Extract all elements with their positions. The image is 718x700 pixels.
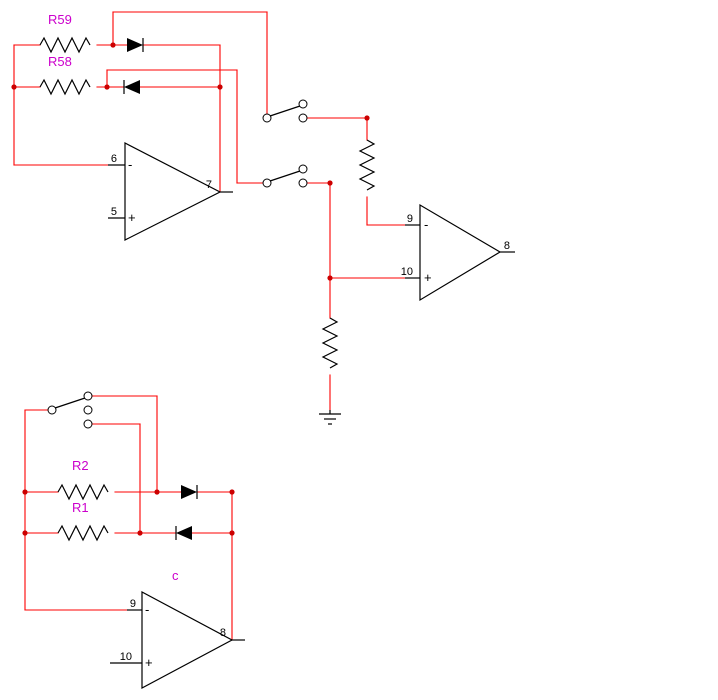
resistor-body[interactable] [39, 78, 91, 96]
junction-dot [137, 530, 143, 536]
opamp-pin-number: 10 [120, 651, 132, 663]
resistor-body[interactable] [358, 139, 376, 191]
opamp-noninverting-sign: + [128, 210, 136, 225]
junction-dot [327, 275, 333, 281]
resistor-R59[interactable] [39, 36, 91, 54]
resistor-label-R1: R1 [72, 500, 89, 515]
diode-left-bottom[interactable] [175, 526, 192, 540]
diode-triangle[interactable] [124, 80, 140, 94]
wires [13, 11, 406, 641]
switch-terminal[interactable] [47, 405, 57, 415]
opamp-inverting-sign: - [128, 157, 132, 172]
switch-terminal[interactable] [262, 178, 272, 188]
opamp-pin-number: 10 [401, 266, 413, 278]
resistor-R58[interactable] [39, 78, 91, 96]
opamp-inverting-sign: - [424, 217, 428, 232]
resistor-label-R2: R2 [72, 458, 89, 473]
opamp-pin-number: 8 [220, 627, 226, 639]
opamp-pin-number: 9 [407, 213, 413, 225]
switch-terminal[interactable] [83, 419, 93, 429]
resistor-body[interactable] [321, 317, 339, 369]
junction-dot [154, 489, 160, 495]
junction-dot [229, 489, 235, 495]
junction-dot [364, 115, 370, 121]
resistor-body[interactable] [57, 524, 109, 542]
opamp-pin-number: 6 [111, 153, 117, 165]
opamp-inverting-sign: - [145, 602, 149, 617]
switch-terminal[interactable] [298, 99, 308, 109]
switch-1[interactable] [262, 99, 308, 123]
resistor-to-ground[interactable] [321, 317, 339, 369]
opamp-pin-number: 7 [206, 179, 212, 191]
opamp-triangle[interactable] [141, 591, 234, 689]
opamp-noninverting-sign: + [145, 655, 153, 670]
opamp-pin-number: 5 [111, 206, 117, 218]
switch-terminal[interactable] [298, 113, 308, 123]
switch-terminal[interactable] [262, 113, 272, 123]
resistor-label-R59: R59 [48, 12, 72, 27]
junction-dots [11, 42, 370, 536]
junction-dot [217, 84, 223, 90]
switch-terminal[interactable] [298, 164, 308, 174]
component-label-c: c [172, 568, 179, 583]
diode-triangle[interactable] [181, 485, 197, 499]
switch-terminal[interactable] [298, 178, 308, 188]
junction-dot [22, 489, 28, 495]
resistor-body[interactable] [57, 483, 109, 501]
diode-triangle[interactable] [176, 526, 192, 540]
junction-dot [327, 180, 333, 186]
diode-right-top[interactable] [127, 38, 144, 52]
opamp-2[interactable]: - + 9 10 8 [401, 203, 515, 302]
switch-terminal[interactable] [83, 405, 93, 415]
resistor-body[interactable] [39, 36, 91, 54]
junction-dot [229, 530, 235, 536]
junction-dot [110, 42, 116, 48]
switch-blade[interactable] [54, 397, 86, 409]
opamp-triangle[interactable] [124, 142, 222, 241]
diode-triangle[interactable] [127, 38, 143, 52]
switch-3[interactable] [47, 391, 93, 429]
opamp-pin-number: 8 [504, 240, 510, 252]
junction-dot [104, 84, 110, 90]
ground-symbol[interactable] [319, 410, 341, 425]
resistor-R2[interactable] [57, 483, 109, 501]
switch-2[interactable] [262, 164, 308, 188]
junction-dot [22, 530, 28, 536]
resistor-R1[interactable] [57, 524, 109, 542]
resistor-label-R58: R58 [48, 54, 72, 69]
opamp-1[interactable]: - + 6 5 7 [108, 142, 233, 241]
switch-terminal[interactable] [83, 391, 93, 401]
diode-left-top[interactable] [123, 80, 140, 94]
opamp-pin-number: 9 [130, 598, 136, 610]
switch-blade[interactable] [269, 105, 301, 117]
switch-blade[interactable] [269, 170, 301, 182]
diode-right-bottom[interactable] [181, 485, 198, 499]
resistor-gain-top[interactable] [358, 139, 376, 191]
junction-dot [11, 84, 17, 90]
opamp-3[interactable]: - + 9 10 8 [110, 591, 245, 689]
opamp-noninverting-sign: + [424, 270, 432, 285]
opamp-triangle[interactable] [419, 203, 502, 302]
